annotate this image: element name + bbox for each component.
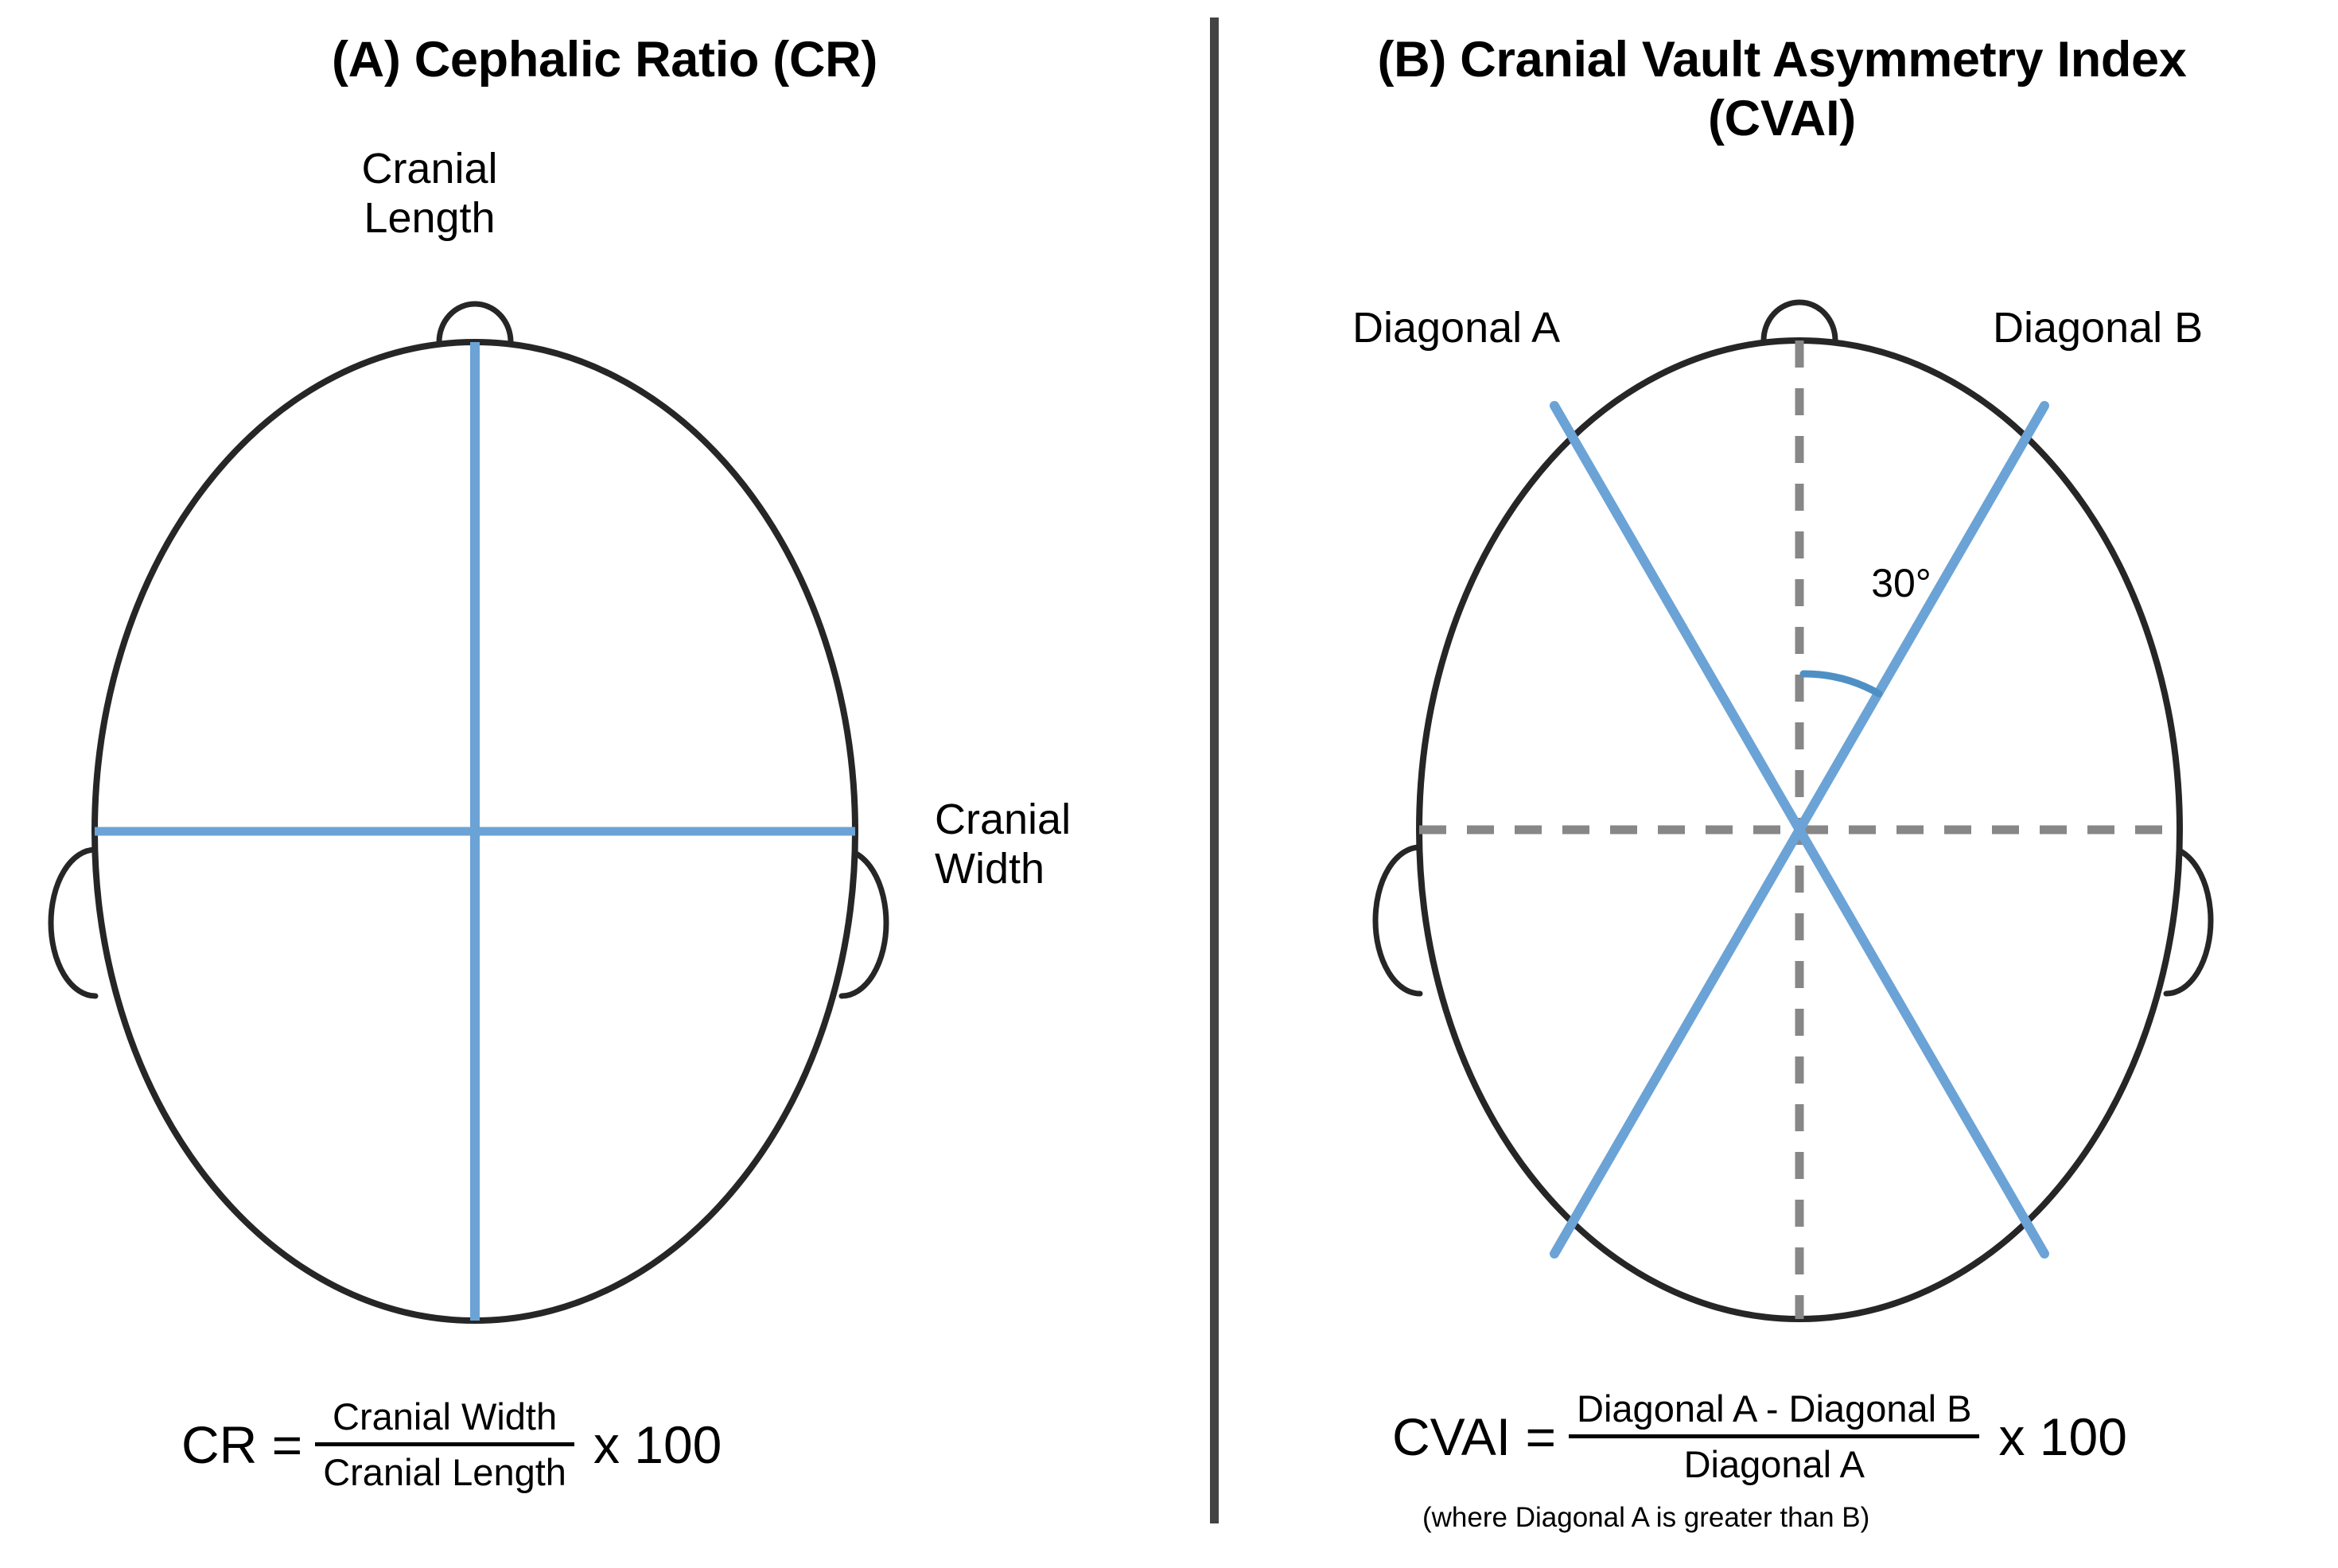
diagonal-b-label: Diagonal B <box>1993 304 2204 352</box>
angle-label: 30° <box>1871 561 1931 605</box>
panel-b-title-line-1: (B) Cranial Vault Asymmetry Index <box>1377 32 2187 88</box>
cvai-fraction: Diagonal A - Diagonal B Diagonal A <box>1569 1386 1980 1488</box>
cr-fraction-bar <box>315 1442 574 1447</box>
panel-b-head-diagram: 30° <box>1372 299 2214 1322</box>
cr-formula-lhs: CR = <box>181 1414 303 1474</box>
panel-b-title: (B) Cranial Vault Asymmetry Index (CVAI) <box>1241 30 2323 149</box>
cr-fraction: Cranial Width Cranial Length <box>315 1394 574 1496</box>
cvai-formula-rhs: x 100 <box>1998 1407 2127 1466</box>
nose-icon <box>436 301 514 345</box>
panel-a-title-text: (A) Cephalic Ratio (CR) <box>331 32 878 88</box>
diagonal-b-line <box>1550 401 2049 1259</box>
nose-icon <box>1760 299 1838 344</box>
cvai-formula-lhs: CVAI = <box>1392 1407 1557 1466</box>
cvai-numerator: Diagonal A - Diagonal B <box>1577 1387 1972 1430</box>
cvai-formula: CVAI = Diagonal A - Diagonal B Diagonal … <box>1392 1386 2127 1488</box>
cvai-fraction-bar <box>1569 1434 1980 1439</box>
left-ear-icon <box>48 846 99 999</box>
left-ear-icon <box>1372 844 1423 997</box>
panel-b-title-line-2: (CVAI) <box>1707 91 1856 147</box>
cranial-length-label: Cranial Length <box>361 145 498 242</box>
angle-arc <box>1799 670 1883 698</box>
cr-denominator: Cranial Length <box>323 1451 566 1494</box>
cr-formula-rhs: x 100 <box>593 1414 722 1474</box>
cvai-denominator: Diagonal A <box>1683 1443 1865 1486</box>
cr-numerator: Cranial Width <box>333 1395 558 1438</box>
cr-formula: CR = Cranial Width Cranial Length x 100 <box>181 1394 722 1496</box>
diagonal-a-label: Diagonal A <box>1352 304 1561 352</box>
panel-divider <box>1210 18 1219 1523</box>
cvai-formula-note: (where Diagonal A is greater than B) <box>1422 1502 1870 1533</box>
panel-a-head-diagram <box>48 301 889 1324</box>
cranial-width-label: Cranial Width <box>935 796 1072 893</box>
panel-a-title: (A) Cephalic Ratio (CR) <box>48 30 1161 89</box>
